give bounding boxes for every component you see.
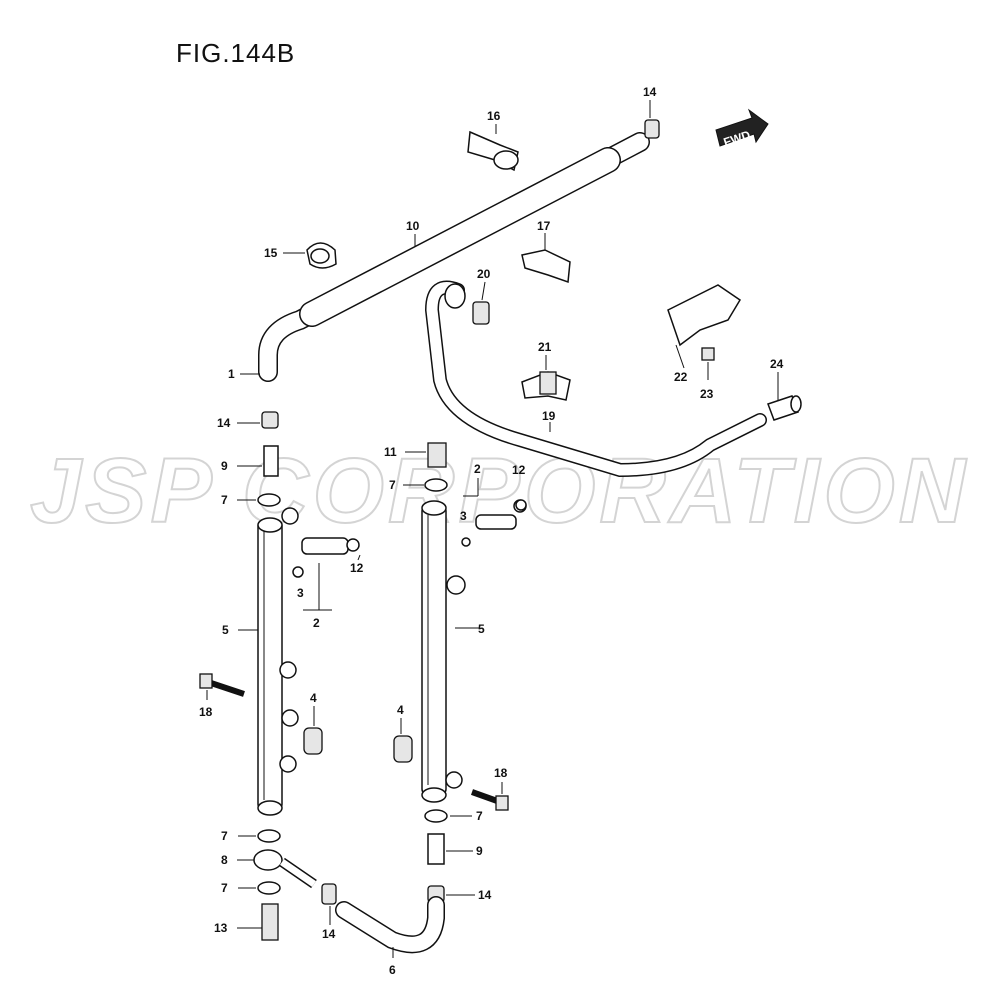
bolt-icon xyxy=(427,442,447,468)
o-ring-icon xyxy=(515,499,527,511)
leader-lines xyxy=(206,100,779,958)
clamp-icon xyxy=(261,411,279,429)
hose-bottom xyxy=(335,896,445,954)
callout-7: 7 xyxy=(221,829,228,843)
clip-icon xyxy=(306,242,337,269)
washer-icon xyxy=(257,493,281,507)
washer-icon xyxy=(424,478,448,492)
callout-10: 10 xyxy=(406,219,420,233)
fitting-icon xyxy=(427,833,445,865)
callout-11: 11 xyxy=(384,445,397,459)
callout-18: 18 xyxy=(494,766,508,780)
o-ring-icon xyxy=(292,566,304,578)
bolt-icon xyxy=(199,673,245,697)
callout-2: 2 xyxy=(474,462,481,476)
washer-icon xyxy=(424,809,448,823)
callouts: 1 2 2 3 3 4 4 5 5 6 7 7 7 7 7 8 9 9 10 1… xyxy=(199,85,784,977)
callout-14: 14 xyxy=(478,888,492,902)
callout-9: 9 xyxy=(476,844,483,858)
fuel-rail-right xyxy=(421,500,466,803)
callout-19: 19 xyxy=(542,409,556,423)
banjo-fitting-icon xyxy=(253,849,317,889)
callout-13: 13 xyxy=(214,921,228,935)
fuel-rail-left xyxy=(257,507,299,816)
callout-7: 7 xyxy=(476,809,483,823)
callout-7: 7 xyxy=(221,493,228,507)
hose-return xyxy=(424,280,767,478)
clip-icon xyxy=(521,371,571,401)
callout-5: 5 xyxy=(478,622,485,636)
clamp-icon xyxy=(472,301,490,325)
callout-8: 8 xyxy=(221,853,228,867)
callout-14: 14 xyxy=(322,927,336,941)
cap-icon xyxy=(767,395,802,421)
bolt-icon xyxy=(470,789,509,811)
o-ring-icon xyxy=(461,537,471,547)
clip-icon xyxy=(467,130,519,172)
spacer-icon xyxy=(393,735,413,763)
callout-4: 4 xyxy=(397,703,404,717)
callout-6: 6 xyxy=(389,963,396,977)
callout-15: 15 xyxy=(264,246,278,260)
callout-14: 14 xyxy=(217,416,231,430)
callout-12: 12 xyxy=(512,463,526,477)
callout-20: 20 xyxy=(477,267,491,281)
callout-7: 7 xyxy=(221,881,228,895)
callout-5: 5 xyxy=(222,623,229,637)
callout-3: 3 xyxy=(460,509,467,523)
clamp-icon xyxy=(321,883,337,905)
callout-12: 12 xyxy=(350,561,364,575)
washer-icon xyxy=(257,829,281,843)
figure-title: FIG.144B xyxy=(176,38,296,68)
callout-7: 7 xyxy=(389,478,396,492)
callout-17: 17 xyxy=(537,219,551,233)
bracket-icon xyxy=(667,284,742,347)
callout-9: 9 xyxy=(221,459,228,473)
fwd-arrow-icon: FWD xyxy=(715,108,769,149)
spacer-icon xyxy=(303,727,323,755)
callout-16: 16 xyxy=(487,109,501,123)
fitting-icon xyxy=(263,445,279,477)
clamp-icon xyxy=(644,119,660,139)
bolt-icon xyxy=(261,903,279,941)
callout-3: 3 xyxy=(297,586,304,600)
callout-22: 22 xyxy=(674,370,688,384)
callout-18: 18 xyxy=(199,705,213,719)
callout-14: 14 xyxy=(643,85,657,99)
bolt-icon xyxy=(701,347,715,361)
injector-icon xyxy=(301,537,360,555)
hose-main xyxy=(258,132,650,382)
clip-icon xyxy=(521,249,571,284)
callout-21: 21 xyxy=(538,340,552,354)
callout-24: 24 xyxy=(770,357,784,371)
callout-2: 2 xyxy=(313,616,320,630)
callout-1: 1 xyxy=(228,367,235,381)
washer-icon xyxy=(257,881,281,895)
callout-23: 23 xyxy=(700,387,714,401)
callout-4: 4 xyxy=(310,691,317,705)
